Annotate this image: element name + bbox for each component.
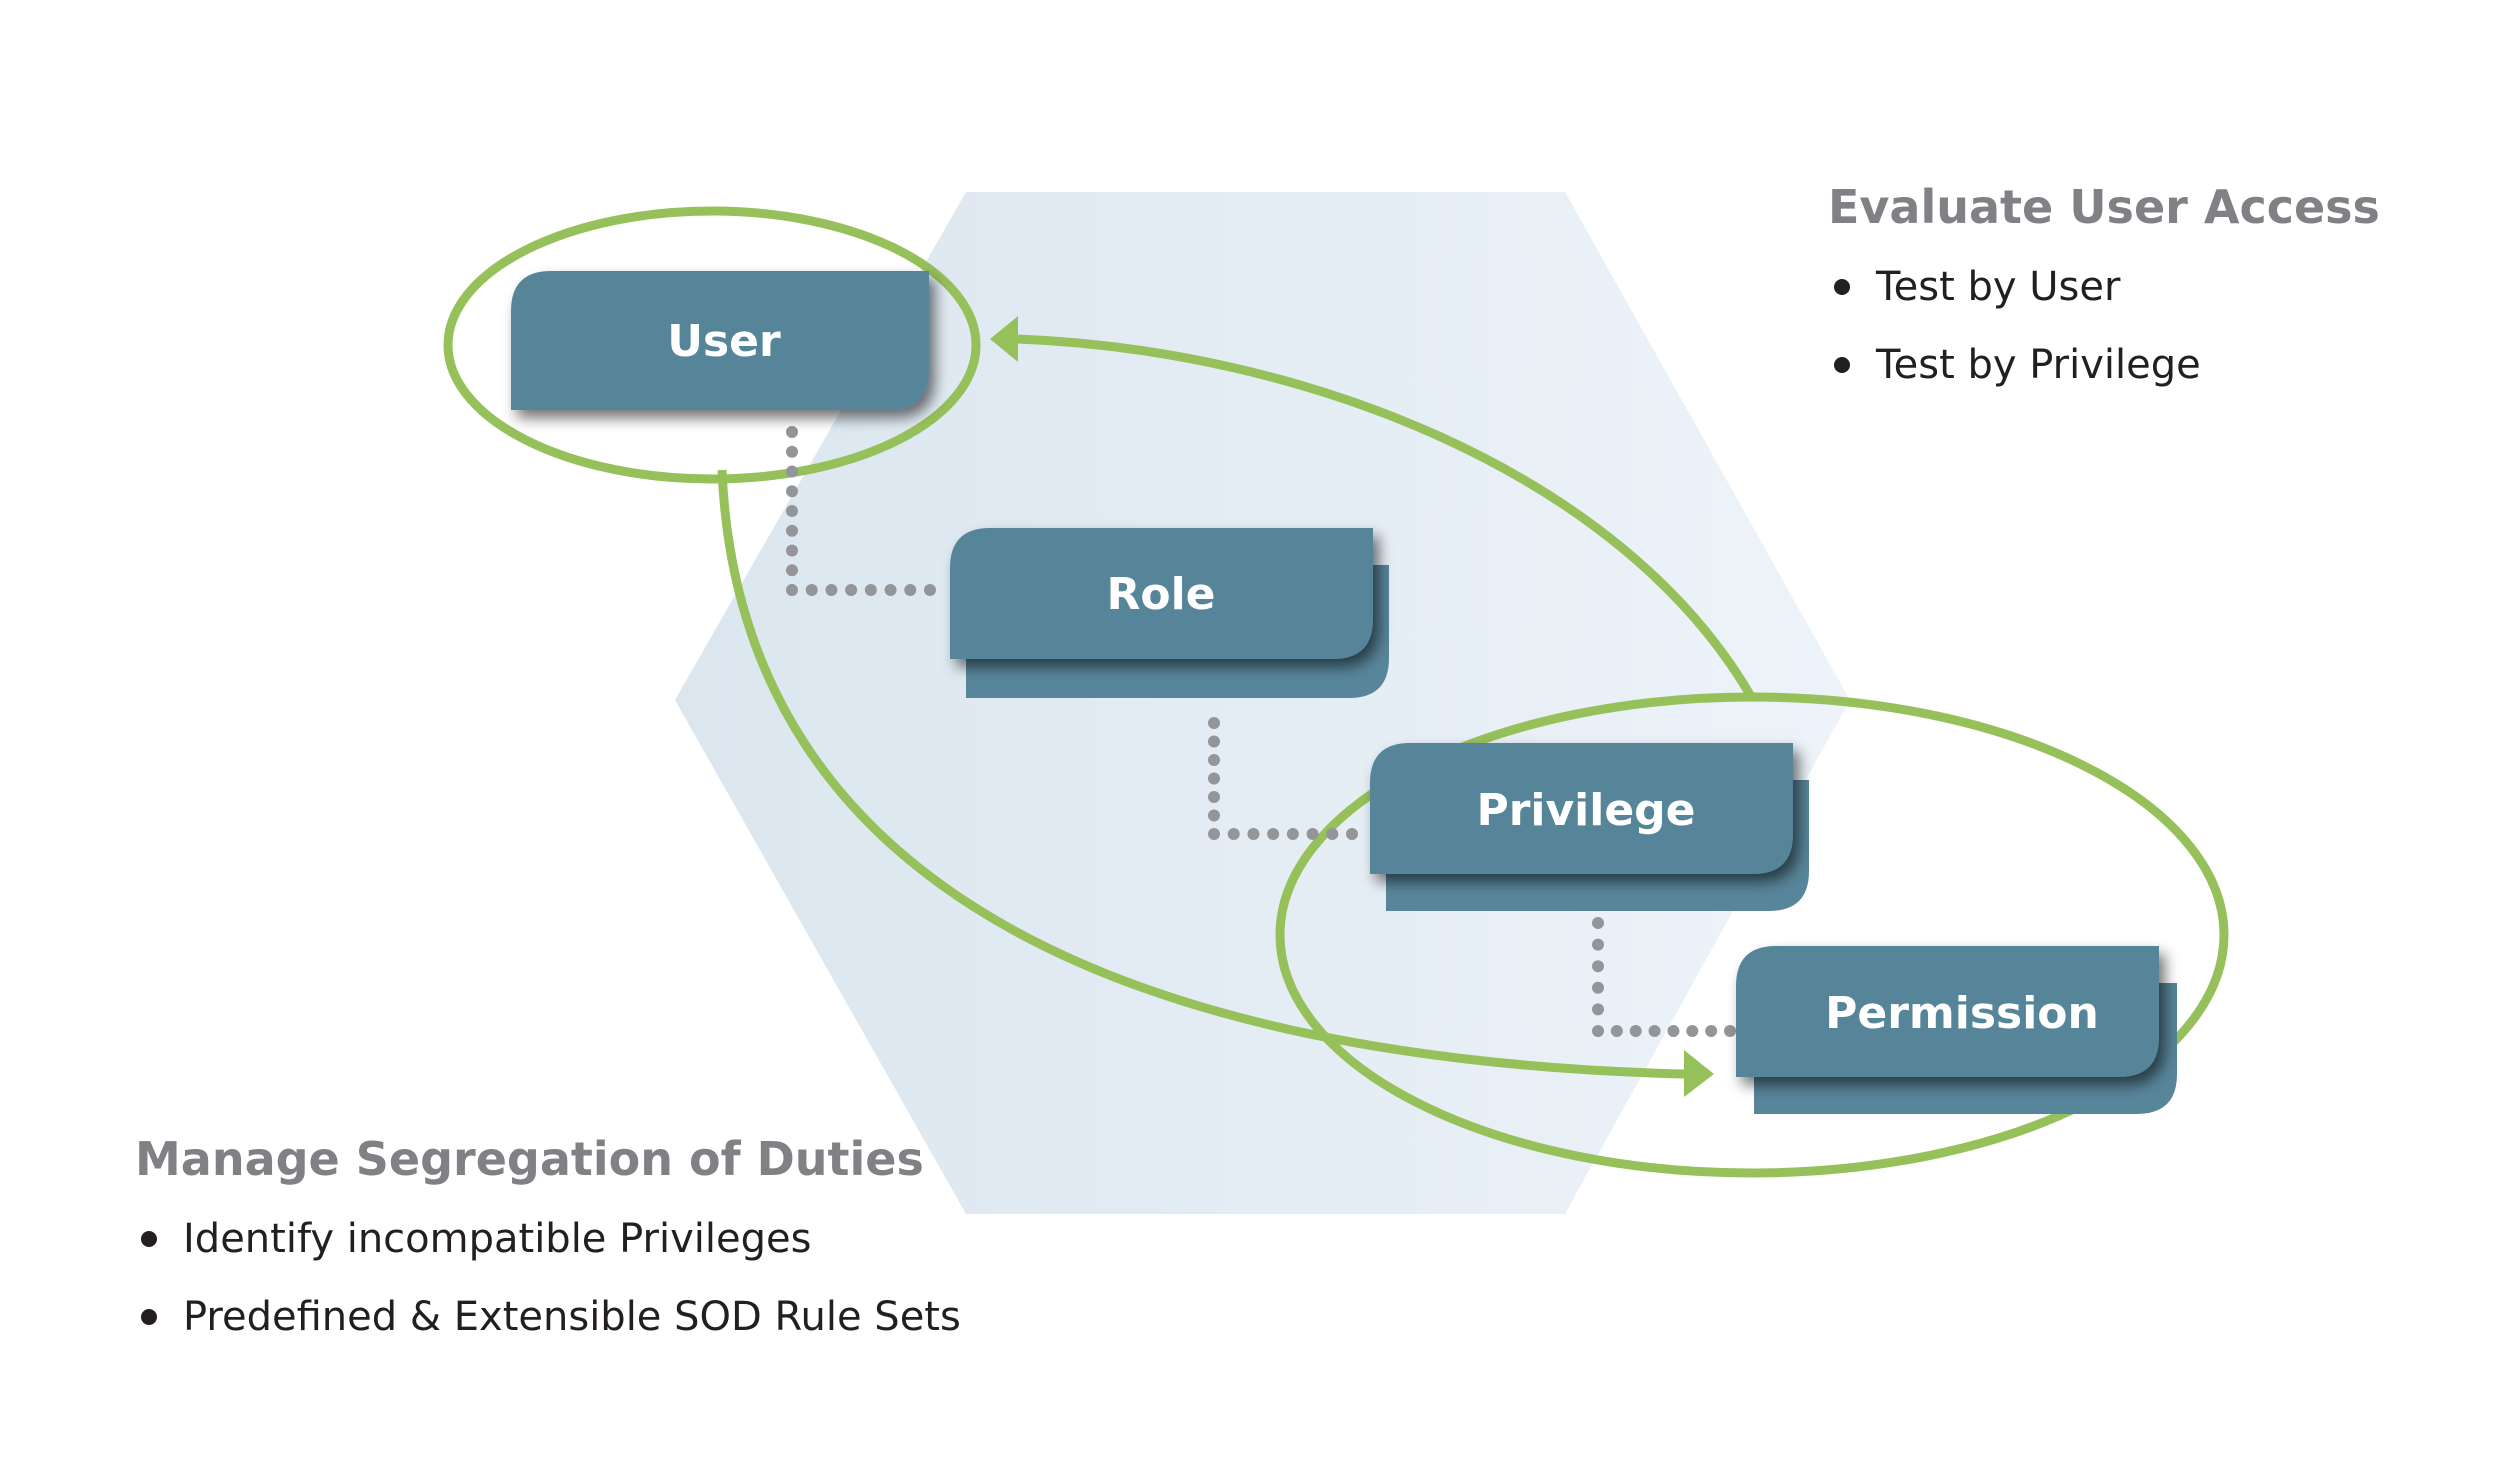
connector-dot — [786, 584, 798, 596]
connector-dot — [845, 584, 858, 596]
node-user-label: User — [667, 316, 781, 367]
node-role-label: Role — [1106, 569, 1215, 620]
connector-dot — [1208, 717, 1220, 729]
connector-dot — [1667, 1025, 1680, 1037]
connector-dot — [1208, 735, 1220, 748]
node-user-front — [511, 271, 929, 410]
bullet-icon — [141, 1309, 157, 1325]
list-item-text: Identify incompatible Privileges — [183, 1216, 812, 1262]
arrow-head-to-permission — [1684, 1050, 1714, 1097]
connector-role-privilege — [1208, 717, 1358, 840]
evaluate-user-access-list: Test by User Test by Privilege — [1828, 248, 2380, 404]
arrow-to-permission — [717, 469, 1685, 1079]
evaluate-user-access-title: Evaluate User Access — [1828, 180, 2380, 234]
connector-dot — [1648, 1025, 1661, 1037]
connector-dot — [1208, 772, 1220, 785]
list-item: Identify incompatible Privileges — [135, 1200, 961, 1278]
connector-user-role — [786, 426, 936, 596]
list-item-text: Predefined & Extensible SOD Rule Sets — [183, 1294, 961, 1340]
connector-dot — [1724, 1025, 1736, 1037]
connector-dot — [1592, 981, 1604, 994]
connector-dot — [924, 584, 936, 596]
connector-dot — [1610, 1025, 1623, 1037]
connector-dot — [904, 584, 917, 596]
connector-dot — [1326, 828, 1339, 840]
connector-dot — [1247, 828, 1260, 840]
connector-dot — [1592, 960, 1604, 973]
connector-dot — [1592, 917, 1604, 929]
connector-dot — [786, 426, 798, 438]
node-user[interactable]: User — [511, 271, 929, 410]
node-role-front — [950, 528, 1373, 659]
connector-dot — [786, 465, 798, 478]
connector-dot — [1227, 828, 1240, 840]
connector-dot — [805, 584, 818, 596]
list-item: Test by User — [1828, 248, 2380, 326]
connector-privilege-permission — [1592, 917, 1736, 1037]
list-item-text: Test by Privilege — [1876, 342, 2201, 388]
connector-dot — [1629, 1025, 1642, 1037]
connector-dot — [1208, 809, 1220, 822]
node-permission-label: Permission — [1825, 988, 2099, 1039]
connector-dot — [786, 485, 798, 498]
connector-dot — [1306, 828, 1319, 840]
connector-dot — [1267, 828, 1280, 840]
connector-dot — [1592, 1003, 1604, 1016]
segregation-of-duties-panel: Manage Segregation of Duties Identify in… — [135, 1132, 961, 1356]
connector-dot — [786, 544, 798, 557]
connector-dot — [1686, 1025, 1699, 1037]
connector-dot — [786, 564, 798, 577]
connector-dot — [825, 584, 838, 596]
node-privilege-label: Privilege — [1476, 785, 1695, 836]
list-item: Test by Privilege — [1828, 326, 2380, 404]
connector-dot — [1592, 1025, 1604, 1037]
arrow-to-user — [1017, 334, 1756, 701]
connector-dot — [884, 584, 897, 596]
evaluate-user-access-panel: Evaluate User Access Test by User Test b… — [1828, 180, 2380, 404]
node-role[interactable]: Role — [950, 528, 1389, 698]
connector-dot — [1346, 828, 1358, 840]
connector-dot — [1208, 754, 1220, 766]
list-item-text: Test by User — [1876, 264, 2121, 310]
bullet-icon — [1834, 357, 1850, 373]
bullet-icon — [1834, 279, 1850, 295]
segregation-of-duties-title: Manage Segregation of Duties — [135, 1132, 924, 1186]
user-highlight-ring — [443, 206, 981, 484]
list-item: Predefined & Extensible SOD Rule Sets — [135, 1278, 961, 1356]
node-permission[interactable]: Permission — [1736, 946, 2177, 1114]
connector-dot — [786, 524, 798, 537]
connector-dot — [1208, 791, 1220, 803]
connector-dot — [1208, 828, 1220, 840]
bullet-icon — [141, 1231, 157, 1247]
hexagon-background — [675, 192, 1850, 1214]
dotted-connectors — [786, 426, 1736, 1037]
node-privilege[interactable]: Privilege — [1370, 743, 1809, 911]
node-privilege-front — [1370, 743, 1793, 874]
connector-dot — [786, 445, 798, 458]
connector-dot — [1592, 938, 1604, 951]
segregation-of-duties-list: Identify incompatible Privileges Predefi… — [135, 1200, 961, 1356]
connector-dot — [786, 505, 798, 517]
connector-dot — [1705, 1025, 1718, 1037]
arrow-head-to-user — [990, 316, 1018, 362]
connector-dot — [1286, 828, 1299, 840]
node-permission-front — [1736, 946, 2159, 1077]
connector-dot — [864, 584, 877, 596]
